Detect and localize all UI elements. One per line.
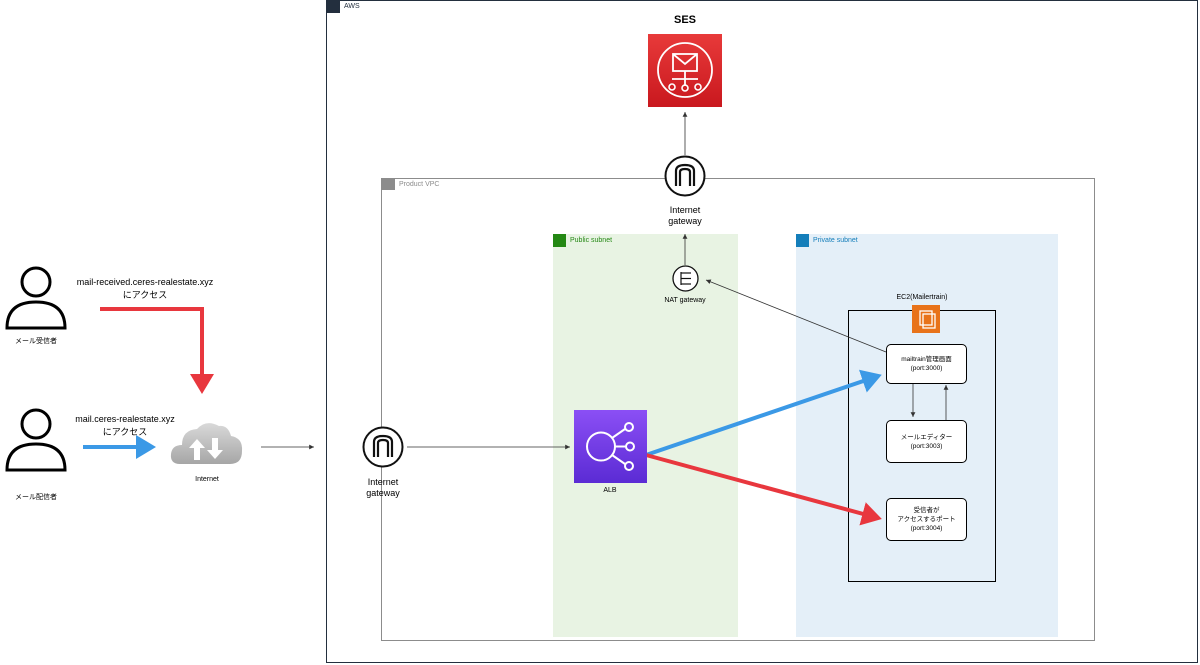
receiver-port-box: 受信者が アクセスするポート (port:3004) <box>886 498 967 541</box>
sender-access-text: にアクセス <box>102 427 148 437</box>
receiver-port-label-2: アクセスするポート <box>897 516 956 523</box>
receiver-access-text: にアクセス <box>122 290 168 300</box>
aws-cloud-frame <box>326 0 1198 663</box>
mail-editor-label: メールエディター <box>900 433 953 441</box>
user-icon <box>4 264 68 330</box>
mail-editor-box: メールエディター (port:3003) <box>886 420 967 463</box>
nat-gateway-label: NAT gateway <box>664 297 706 304</box>
ses-icon <box>648 34 722 107</box>
igw-left-label-2: gateway <box>366 488 400 498</box>
aws-logo-icon <box>327 1 340 13</box>
sender-user-label: メール配信者 <box>15 494 57 501</box>
igw-left-label-1: Internet <box>367 477 399 487</box>
private-subnet-label: Private subnet <box>813 237 858 244</box>
receiver-user-label: メール受信者 <box>15 338 57 345</box>
vpc-frame <box>381 178 1095 641</box>
internet-label: Internet <box>195 476 219 483</box>
receiver-port-number: (port:3004) <box>910 525 943 532</box>
ec2-icon <box>912 305 940 333</box>
internet-gateway-icon <box>362 426 404 468</box>
mail-editor-port: (port:3003) <box>910 442 943 450</box>
mailtrain-admin-label: mailtrain管理画面 <box>901 356 952 363</box>
igw-top-label-2: gateway <box>668 216 702 226</box>
lock-icon <box>796 234 809 247</box>
aws-label: AWS <box>344 3 360 10</box>
user-icon <box>4 406 68 472</box>
vpc-label: Product VPC <box>399 181 440 188</box>
cloud-icon <box>382 179 395 190</box>
igw-top-label-1: Internet <box>669 205 701 215</box>
mailtrain-admin-port: (port:3000) <box>910 365 943 372</box>
ec2-label: EC2(Mailertrain) <box>896 294 948 301</box>
mailtrain-admin-box: mailtrain管理画面 (port:3000) <box>886 344 967 384</box>
internet-cloud-icon <box>170 418 244 468</box>
internet-gateway-icon <box>664 155 706 197</box>
receiver-domain-text: mail-received.ceres-realestate.xyz <box>76 277 214 287</box>
public-subnet-label: Public subnet <box>570 237 613 244</box>
ses-title: SES <box>673 14 696 26</box>
sender-domain-text: mail.ceres-realestate.xyz <box>75 414 175 424</box>
alb-label: ALB <box>603 487 617 494</box>
nat-gateway-icon <box>672 265 699 292</box>
alb-icon <box>574 410 647 483</box>
receiver-port-label-1: 受信者が <box>913 507 940 514</box>
lock-icon <box>553 234 566 247</box>
